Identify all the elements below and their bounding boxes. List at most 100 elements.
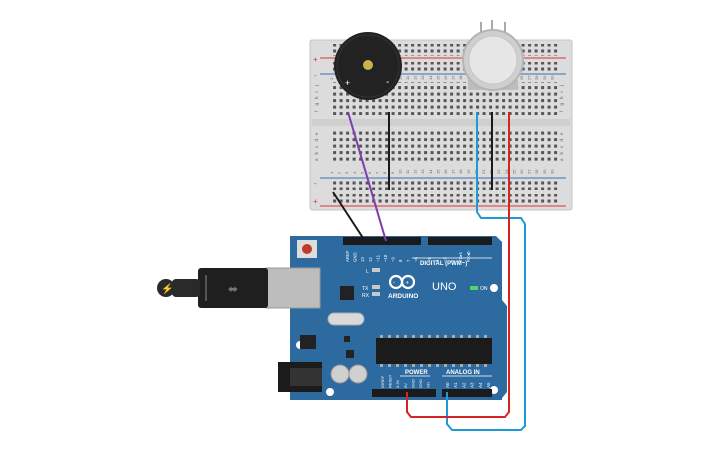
atmega-chip — [376, 335, 492, 367]
column-number: 2 — [337, 171, 342, 174]
usb-port — [265, 267, 321, 309]
mcu-pin — [436, 364, 439, 367]
top-rail-holes-2 — [330, 62, 558, 72]
wire-purple-buzzer-to-pin12[interactable] — [347, 111, 387, 242]
mcu-pin — [476, 364, 479, 367]
row-letter: f — [314, 110, 319, 112]
mcu-pin — [412, 364, 415, 367]
capacitor-2 — [348, 364, 368, 384]
usb-lightning-icon: ⚡ — [161, 282, 173, 295]
power-pin-label: GND — [410, 379, 415, 388]
column-number: 16 — [443, 75, 448, 80]
top-pin-label: RX◂0 — [466, 251, 471, 262]
usb-cable[interactable]: ⬌ ⚡ — [157, 267, 321, 309]
gas-sensor[interactable] — [462, 20, 524, 91]
mcu-pin — [420, 364, 423, 367]
analog-pin-label: A2 — [461, 382, 466, 388]
wire-red-sensor-to-5v[interactable] — [406, 112, 510, 418]
mcu-pin — [404, 364, 407, 367]
power-pin-label: RESET — [388, 374, 393, 388]
mcu-pin — [460, 335, 463, 338]
power-pin-label: 3.3V — [395, 379, 400, 388]
power-pin-label: Vin — [426, 382, 431, 388]
column-number: 7 — [375, 171, 380, 174]
column-number: 12 — [413, 75, 418, 80]
row-letter: g — [314, 103, 319, 106]
row-letter: i — [559, 92, 564, 93]
led-rx-label: RX — [362, 293, 370, 299]
capacitor-1 — [330, 364, 350, 384]
top-pin-label: ~11 — [375, 254, 380, 262]
row-letter: e — [559, 132, 564, 135]
column-number: 18 — [458, 169, 463, 174]
top-pin-label: 12 — [368, 257, 373, 262]
wires — [332, 111, 526, 431]
column-number: 8 — [382, 171, 387, 174]
analog-pin-label: A1 — [453, 382, 458, 388]
top-rail-plus-label: + — [313, 55, 318, 64]
mcu-pin — [412, 335, 415, 338]
usb-cable-end — [157, 279, 175, 297]
on-label: ON — [480, 286, 488, 292]
mcu-pin — [388, 335, 391, 338]
reset-button[interactable] — [302, 244, 312, 254]
analog-pin-label: A5 — [486, 382, 491, 388]
usb-icon: ⬌ — [228, 282, 238, 296]
column-number: 19 — [466, 169, 471, 174]
bottom-rail-minus-label: - — [314, 179, 317, 188]
bottom-rail-plus-label: + — [313, 197, 318, 206]
column-number: 14 — [428, 75, 433, 80]
column-number: 10 — [397, 169, 402, 174]
top-rail-minus-label: - — [314, 71, 317, 80]
center-channel — [312, 119, 570, 126]
mcu-pin — [484, 364, 487, 367]
power-pin-label: 5V — [403, 383, 408, 388]
column-number: 6 — [367, 171, 372, 174]
arduino-logo: - + — [388, 274, 416, 290]
header-analog — [442, 389, 492, 397]
row-letter: h — [559, 96, 564, 99]
buzzer-minus-label: - — [386, 77, 389, 88]
top-pin-label: 7 — [406, 259, 411, 262]
column-number: 20 — [473, 169, 478, 174]
column-number: 13 — [420, 169, 425, 174]
column-number: 29 — [542, 75, 547, 80]
row-letter: d — [559, 139, 564, 142]
model-label: UNO — [432, 281, 457, 293]
power-jack-inner — [290, 368, 322, 386]
column-number: 1 — [329, 171, 334, 174]
row-letter: e — [314, 132, 319, 135]
row-letter: i — [314, 92, 319, 93]
header-power — [372, 389, 436, 397]
piezo-buzzer[interactable]: + - — [334, 32, 402, 100]
column-number: 23 — [496, 169, 501, 174]
mcu-pin — [484, 335, 487, 338]
mount-hole-4 — [326, 388, 334, 396]
column-number: 18 — [458, 75, 463, 80]
row-letter: j — [314, 85, 319, 87]
column-number: 30 — [549, 75, 554, 80]
brand-label: ARDUINO — [388, 293, 418, 300]
top-pin-label: ~10 — [383, 254, 388, 262]
top-pin-label: 8 — [398, 259, 403, 262]
led-l — [372, 268, 380, 272]
row-letter: g — [559, 103, 564, 106]
power-pin-label: GND — [418, 379, 423, 388]
small-chip-2 — [346, 350, 354, 358]
mcu-pin — [380, 364, 383, 367]
column-number: 21 — [481, 169, 486, 174]
mcu-pin — [444, 335, 447, 338]
mcu-pin — [420, 335, 423, 338]
buzzer-ring — [336, 34, 400, 98]
column-number: 11 — [405, 75, 410, 80]
wire-blue-sensor-to-a0[interactable] — [446, 112, 526, 431]
buzzer-plus-label: + — [345, 78, 350, 88]
top-pin-label: AREF — [345, 250, 350, 262]
usb-plug — [198, 268, 268, 308]
wire-black-rail-to-gnd[interactable] — [332, 191, 366, 242]
voltage-regulator — [300, 335, 316, 349]
mcu-pin — [404, 335, 407, 338]
